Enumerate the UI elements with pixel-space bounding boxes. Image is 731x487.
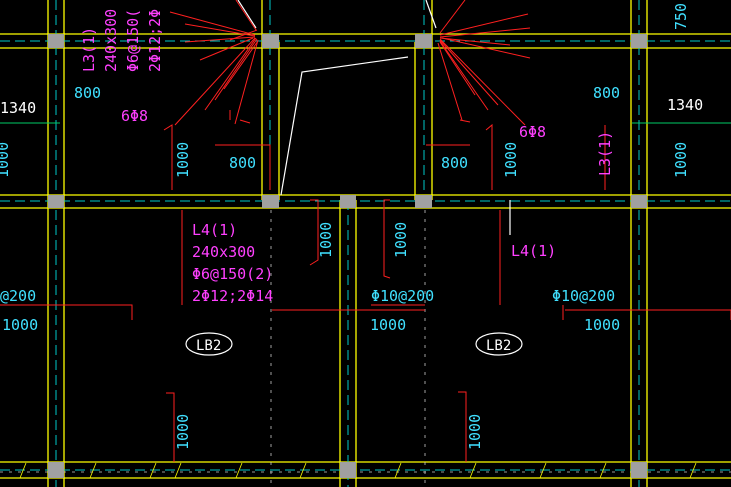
hatch-strip [19,462,697,479]
dim-1340-left: 1340 [0,99,36,117]
slab-rebar-left: @200 [0,287,36,305]
beam-bars-l4: 2Φ12;2Φ14 [192,287,273,305]
beam-stirrup-l4: Φ6@150(2) [192,265,273,283]
beam-bars-l3-top: 2Φ12;2Φ [146,9,164,72]
slab-tag-lb2-left: LB2 [196,338,221,354]
column [631,462,647,478]
dim-1000-vertical-edge-right: 1000 [672,142,690,178]
column [48,195,64,208]
dim-750: 750 [672,3,690,30]
column [262,195,279,208]
column [415,34,432,48]
stair-opening [237,0,511,235]
secondary-lines [0,210,731,487]
dim-1000-vertical-center-right: 1000 [392,222,410,258]
column [631,195,647,208]
slab-tags [185,332,523,356]
dim-1000-vertical-right: 1000 [502,142,520,178]
beam-label-l3-right: L3(1) [596,131,614,176]
dim-800-mid-right: 800 [441,154,468,172]
dim-800-mid-left: 800 [229,154,256,172]
dim-1000-left: 1000 [2,316,38,334]
dim-1000-bottom-right: 1000 [466,414,484,450]
slab-rebar-mid: Φ10@200 [371,287,434,305]
dim-1000-mid: 1000 [370,316,406,334]
column [340,462,356,478]
beam-label-l4-right: L4(1) [511,242,556,260]
beam-stirrup-l3-top: Φ6@150( [124,9,142,72]
rebar-6phi8-right: 6Φ8 [519,123,546,141]
column [262,34,279,48]
horizontal-walls [0,33,731,479]
beam-label-l4: L4(1) [192,221,237,239]
slab-tag-lb2-right: LB2 [486,338,511,354]
rebar-brackets [0,123,731,462]
dim-1000-vertical-center-left: 1000 [317,222,335,258]
beam-size-l3-top: 240x300 [102,9,120,72]
columns [48,34,647,478]
rebar-fan-right [437,0,531,126]
drawing-text: L3(1) 240x300 Φ6@150( 2Φ12;2Φ 800 800 13… [0,3,703,450]
dim-800-top-left: 800 [74,84,101,102]
column [48,34,64,48]
dim-1340-right: 1340 [667,96,703,114]
column [48,462,64,478]
vertical-walls [47,0,648,487]
dim-1000-vertical-edge-left: 1000 [0,142,12,178]
column [340,195,356,208]
slab-tag-ellipse [185,332,233,356]
beam-size-l4: 240x300 [192,243,255,261]
dim-800-top-right: 800 [593,84,620,102]
dim-1000-right: 1000 [584,316,620,334]
column [415,195,432,208]
beam-label-l3-top: L3(1) [80,27,98,72]
slab-tag-ellipse [475,332,523,356]
rebar-fan-left [169,0,259,126]
rebar-6phi8-left: 6Φ8 [121,107,148,125]
slab-rebar-right: Φ10@200 [552,287,615,305]
dim-1000-bottom-left: 1000 [174,414,192,450]
dim-1000-vertical-left: 1000 [174,142,192,178]
column [631,34,647,48]
